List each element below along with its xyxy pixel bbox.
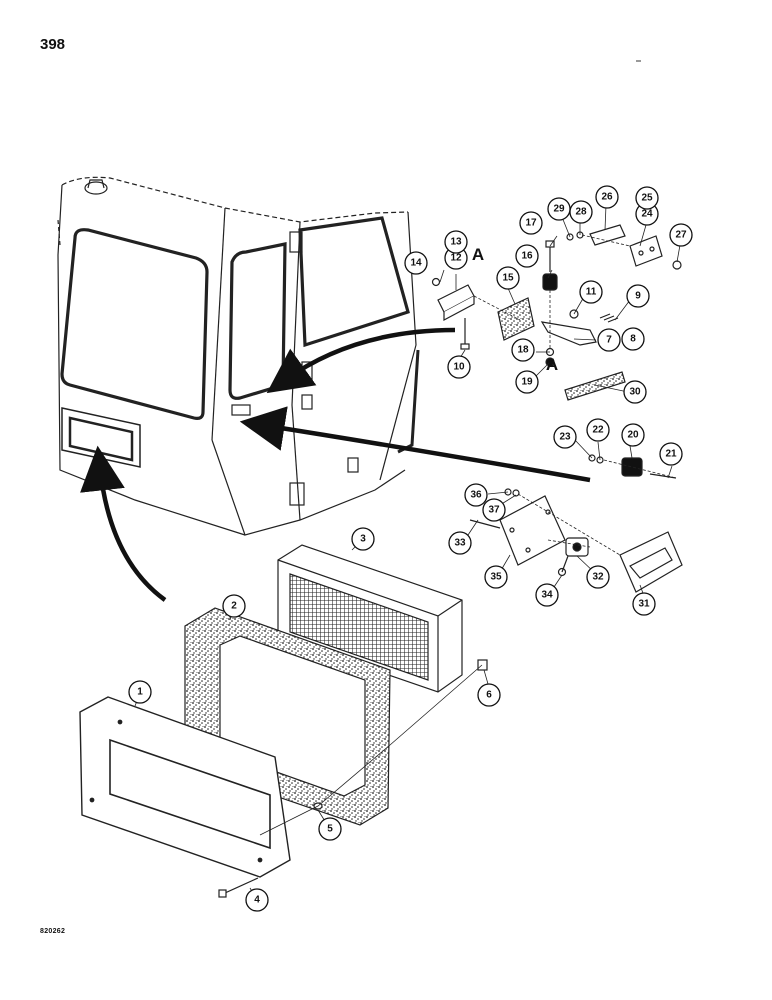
callout-28: 28 bbox=[569, 200, 593, 224]
callout-18: 18 bbox=[511, 338, 535, 362]
svg-text:25: 25 bbox=[641, 193, 653, 204]
svg-text:2: 2 bbox=[231, 601, 237, 612]
callout-9: 9 bbox=[626, 284, 650, 308]
svg-text:21: 21 bbox=[665, 449, 677, 460]
callout-35: 35 bbox=[484, 565, 508, 589]
callout-26: 26 bbox=[595, 185, 619, 209]
callout-20: 20 bbox=[621, 423, 645, 447]
svg-text:34: 34 bbox=[541, 590, 553, 601]
svg-text:32: 32 bbox=[592, 572, 604, 583]
assembly-arrows bbox=[80, 327, 591, 602]
callout-17: 17 bbox=[519, 211, 543, 235]
svg-text:35: 35 bbox=[490, 572, 502, 583]
svg-text:33: 33 bbox=[454, 538, 466, 549]
callouts: 1 2 3 4 5 6 7 8 9 10 11 12 13 14 15 16 1… bbox=[128, 185, 693, 912]
callout-22: 22 bbox=[586, 418, 610, 442]
callout-21: 21 bbox=[659, 442, 683, 466]
svg-text:7: 7 bbox=[606, 335, 612, 346]
callout-7: 7 bbox=[597, 328, 621, 352]
latch-parts bbox=[431, 224, 682, 401]
svg-text:3: 3 bbox=[360, 534, 366, 545]
callout-13: 13 bbox=[444, 230, 468, 254]
svg-text:37: 37 bbox=[488, 505, 500, 516]
callout-6: 6 bbox=[477, 683, 501, 707]
svg-text:22: 22 bbox=[592, 425, 604, 436]
callout-36: 36 bbox=[464, 483, 488, 507]
callout-16: 16 bbox=[515, 244, 539, 268]
svg-text:28: 28 bbox=[575, 207, 587, 218]
callout-11: 11 bbox=[579, 280, 603, 304]
svg-text:16: 16 bbox=[521, 251, 533, 262]
part-pad bbox=[497, 297, 535, 341]
svg-text:31: 31 bbox=[638, 599, 650, 610]
arrow-to-filter-opening bbox=[80, 445, 167, 602]
part-strip bbox=[564, 371, 626, 401]
svg-text:11: 11 bbox=[586, 287, 597, 298]
callout-27: 27 bbox=[669, 223, 693, 247]
svg-text:20: 20 bbox=[627, 430, 639, 441]
svg-text:12: 12 bbox=[450, 253, 462, 264]
svg-text:17: 17 bbox=[525, 218, 537, 229]
svg-text:26: 26 bbox=[601, 192, 613, 203]
bracket-parts bbox=[469, 454, 683, 593]
filter-assembly bbox=[79, 544, 488, 898]
figure-code: 820262 bbox=[40, 928, 66, 935]
svg-text:8: 8 bbox=[630, 334, 636, 345]
callout-1: 1 bbox=[128, 680, 152, 704]
callout-32: 32 bbox=[586, 565, 610, 589]
callout-4: 4 bbox=[245, 888, 269, 912]
callout-25: 25 bbox=[635, 186, 659, 210]
svg-text:19: 19 bbox=[521, 377, 533, 388]
arrow-to-cab-side bbox=[239, 406, 591, 483]
callout-23: 23 bbox=[553, 425, 577, 449]
callout-37: 37 bbox=[482, 498, 506, 522]
svg-text:5: 5 bbox=[327, 824, 333, 835]
svg-text:9: 9 bbox=[635, 291, 641, 302]
callout-14: 14 bbox=[404, 251, 428, 275]
svg-text:29: 29 bbox=[553, 204, 565, 215]
svg-text:13: 13 bbox=[450, 237, 462, 248]
svg-text:15: 15 bbox=[502, 273, 514, 284]
svg-text:27: 27 bbox=[675, 230, 687, 241]
svg-text:30: 30 bbox=[629, 387, 641, 398]
callout-31: 31 bbox=[632, 592, 656, 616]
reference-letter-a-lower: A bbox=[546, 355, 558, 374]
svg-text:4: 4 bbox=[254, 895, 260, 906]
callout-24: 24 bbox=[635, 202, 659, 226]
svg-text:1: 1 bbox=[137, 687, 143, 698]
callout-33: 33 bbox=[448, 531, 472, 555]
callout-29: 29 bbox=[547, 197, 571, 221]
callout-2: 2 bbox=[222, 594, 246, 618]
cab-body bbox=[57, 176, 420, 536]
callout-30: 30 bbox=[623, 380, 647, 404]
svg-text:23: 23 bbox=[559, 432, 571, 443]
callout-5: 5 bbox=[318, 817, 342, 841]
svg-text:18: 18 bbox=[517, 345, 529, 356]
svg-text:24: 24 bbox=[641, 209, 653, 220]
callout-34: 34 bbox=[535, 583, 559, 607]
svg-text:36: 36 bbox=[470, 490, 482, 501]
svg-text:14: 14 bbox=[410, 258, 422, 269]
svg-text:10: 10 bbox=[453, 362, 465, 373]
page-number: 398 bbox=[40, 36, 66, 53]
callout-10: 10 bbox=[447, 355, 471, 379]
callout-15: 15 bbox=[496, 266, 520, 290]
callout-8: 8 bbox=[621, 327, 645, 351]
svg-text:6: 6 bbox=[486, 690, 492, 701]
arrow-to-door-latch bbox=[266, 327, 456, 394]
callout-3: 3 bbox=[351, 527, 375, 551]
callout-19: 19 bbox=[515, 370, 539, 394]
reference-letter-a-upper: A bbox=[472, 245, 484, 264]
